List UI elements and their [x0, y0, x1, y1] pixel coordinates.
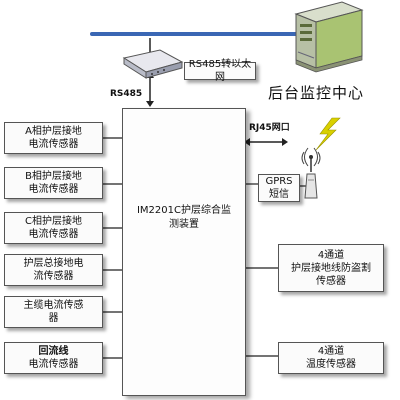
main-device-box: [122, 108, 246, 396]
main-device-title: IM2201C护层综合监 测装置: [124, 204, 244, 232]
rs485-label: RS485: [110, 89, 143, 99]
gprs-box: GPRS 短信: [258, 174, 300, 202]
converter-label-box: RS485转以太网: [184, 59, 256, 83]
sensor-phase-c-line1: C相护层接地: [25, 216, 82, 227]
converter-label: RS485转以太网: [188, 59, 252, 83]
sensor-phase-b-line2: 电流传感器: [28, 184, 79, 195]
sensor-phase-b: B相护层接地 电流传感器: [4, 167, 103, 199]
temperature-sensor-box: 4通道 温度传感器: [278, 342, 384, 374]
lightning-icon: [315, 117, 341, 151]
sensor-total-ground: 护层总接地电 流传感器: [4, 254, 103, 286]
server-icon: [294, 1, 364, 73]
rj45-arrow-left: [244, 138, 250, 146]
rj45-label: RJ45网口: [249, 123, 290, 133]
rj45-arrow-right: [282, 138, 288, 146]
main-device-title-line2: 测装置: [169, 219, 199, 230]
sensor-total-ground-line1: 护层总接地电: [23, 258, 84, 269]
sensor-return-line-line2: 电流传感器: [28, 359, 79, 370]
anti-theft-sensor-box: 4通道 护层接地线防盗割 传感器: [278, 244, 384, 292]
sensor-phase-c-line2: 电流传感器: [28, 229, 79, 240]
gprs-line1: GPRS: [265, 176, 293, 187]
sensor-main-cable-line1: 主缆电流传感: [23, 300, 84, 311]
anti-theft-line2: 护层接地线防盗割: [291, 262, 371, 274]
sensor-return-line-line1: 回流线: [38, 346, 69, 357]
sensor-phase-b-line1: B相护层接地: [25, 171, 82, 182]
rs485-arrow-down: [146, 101, 154, 107]
gprs-line2: 短信: [268, 189, 289, 200]
sensor-return-line: 回流线 电流传感器: [4, 342, 103, 374]
temperature-line1: 4通道: [317, 346, 345, 357]
temperature-line2: 温度传感器: [306, 359, 356, 370]
antenna-icon: [301, 147, 321, 199]
sensor-total-ground-line2: 流传感器: [33, 271, 74, 282]
sensor-phase-c: C相护层接地 电流传感器: [4, 212, 103, 244]
sensor-main-cable-line2: 器: [48, 313, 59, 324]
center-label: 后台监控中心: [268, 84, 365, 102]
sensor-main-cable: 主缆电流传感 器: [4, 296, 103, 328]
sensor-phase-a-line1: A相护层接地: [25, 126, 82, 137]
anti-theft-line1: 4通道: [317, 249, 345, 261]
converter-icon: [122, 49, 184, 79]
sensor-phase-a: A相护层接地 电流传感器: [4, 122, 103, 154]
anti-theft-line3: 传感器: [316, 275, 346, 287]
main-device-title-line1: IM2201C护层综合监: [136, 205, 231, 216]
sensor-phase-a-line2: 电流传感器: [28, 139, 79, 150]
